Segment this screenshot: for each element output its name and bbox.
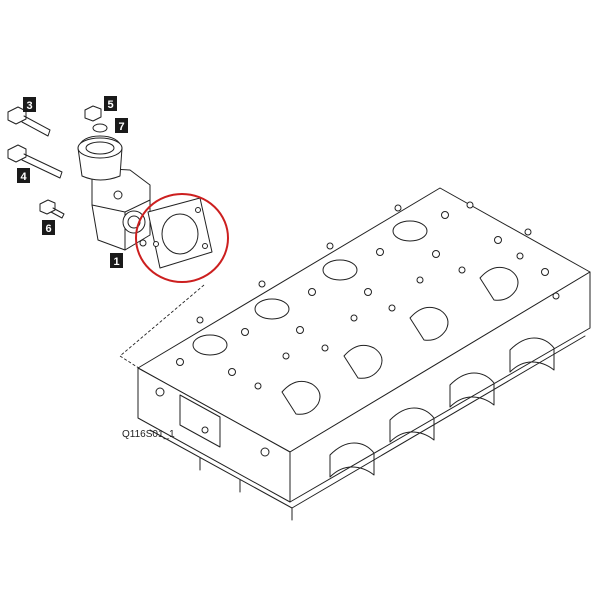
assembly-leader-line <box>119 284 205 373</box>
thermostat-housing <box>77 135 151 251</box>
svg-text:3: 3 <box>26 100 32 112</box>
svg-text:5: 5 <box>107 99 113 111</box>
callout-1: 1 <box>110 253 123 268</box>
callout-6: 6 <box>42 220 55 235</box>
callout-5: 5 <box>104 96 117 111</box>
svg-text:7: 7 <box>118 121 124 133</box>
figure-code: Q116S01_1 <box>122 429 175 440</box>
bolt-3 <box>7 106 51 137</box>
gasket <box>147 197 213 269</box>
callout-3: 3 <box>23 97 36 112</box>
callout-7: 7 <box>115 118 128 133</box>
bolt-6 <box>39 199 65 219</box>
svg-text:1: 1 <box>113 256 119 268</box>
bolt-4 <box>7 144 63 179</box>
o-ring-7 <box>92 123 108 133</box>
svg-text:4: 4 <box>20 171 27 183</box>
cylinder-head <box>137 187 591 521</box>
svg-text:6: 6 <box>45 223 51 235</box>
callout-4: 4 <box>17 168 30 183</box>
plug-5 <box>84 105 102 122</box>
highlight-circle <box>135 193 229 283</box>
